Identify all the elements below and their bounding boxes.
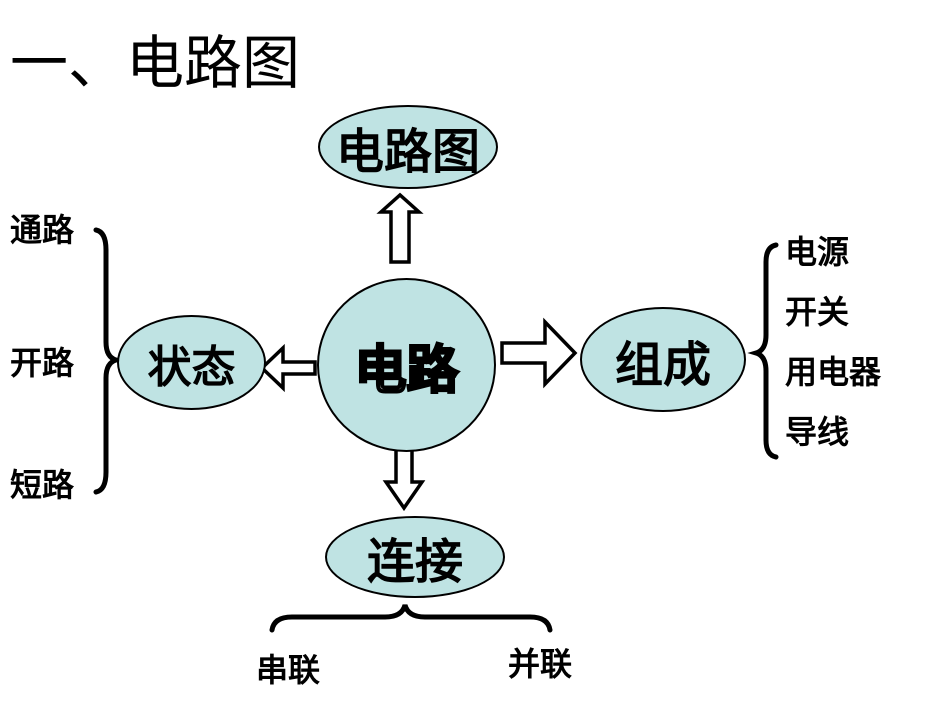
center-node-label: 电路	[353, 339, 460, 402]
state-item-open-circuit: 开路	[10, 344, 75, 382]
arrow-left-icon	[259, 343, 317, 393]
bottom-node: 连接	[325, 516, 505, 598]
bottom-brace-icon	[269, 604, 553, 633]
component-item-power-source: 电源	[785, 233, 850, 271]
top-node: 电路图	[318, 105, 498, 189]
left-node-label: 状态	[147, 341, 236, 393]
center-node: 电路	[317, 278, 496, 452]
connection-item-parallel: 并联	[508, 645, 573, 683]
right-node-label: 组成	[614, 336, 711, 393]
component-item-appliance: 用电器	[785, 353, 882, 391]
right-brace-icon	[747, 242, 779, 460]
bottom-node-label: 连接	[366, 534, 463, 590]
state-item-short-circuit: 短路	[10, 466, 75, 504]
left-node: 状态	[117, 315, 266, 410]
arrow-right-icon	[500, 317, 578, 389]
top-node-label: 电路图	[335, 124, 480, 180]
component-item-switch: 开关	[785, 293, 850, 331]
left-brace-icon	[93, 227, 125, 495]
state-item-closed-circuit: 通路	[10, 211, 75, 249]
slide-title: 一、电路图	[10, 29, 301, 97]
right-node: 组成	[580, 307, 746, 412]
component-item-wire: 导线	[785, 413, 850, 451]
connection-item-series: 串联	[256, 651, 321, 689]
arrow-up-icon	[376, 192, 424, 264]
